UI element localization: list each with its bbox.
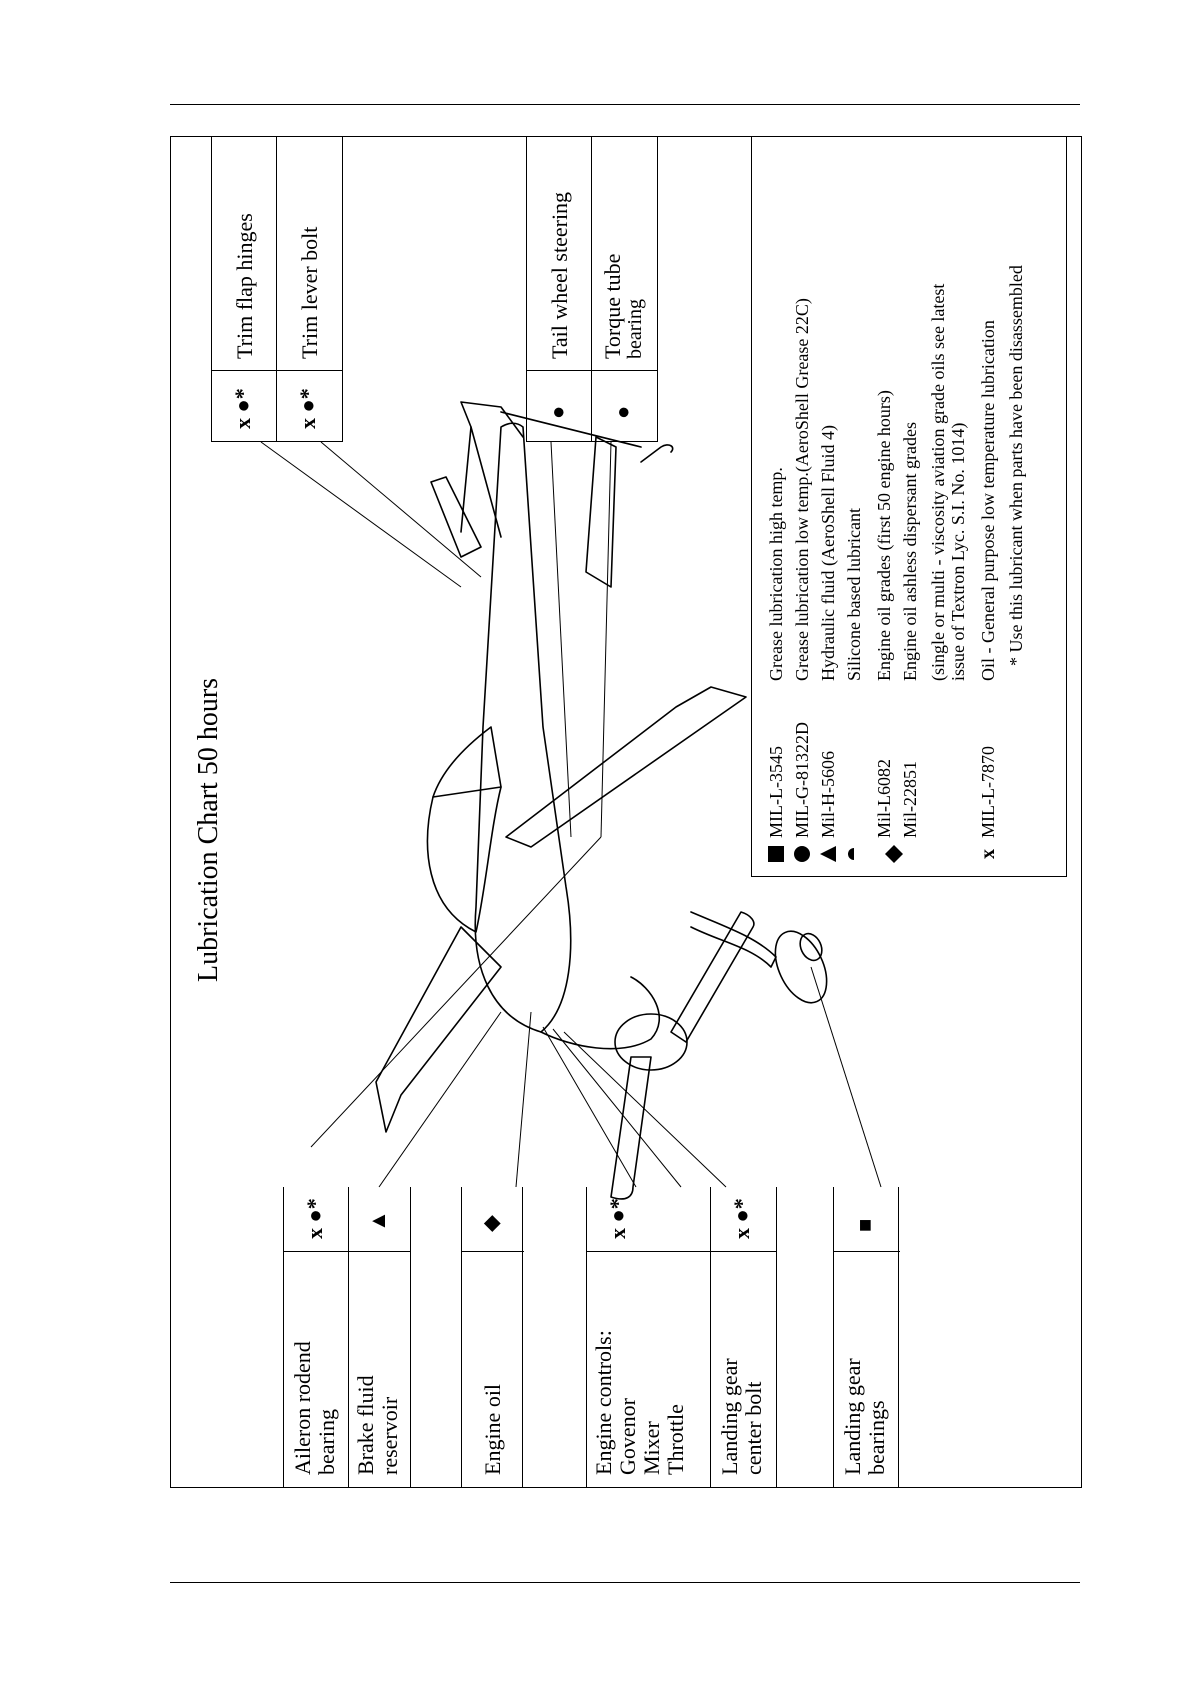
legend-row-10: * Use this lubricant when parts have bee… xyxy=(1006,136,1032,876)
left-row-engine-oil: Engine oil ◆ xyxy=(461,1187,524,1487)
left-row-landing-gear-bearings: Landing gear bearings ■ xyxy=(833,1187,900,1487)
label-landing-gear-bearings-line2: bearings xyxy=(864,1400,889,1475)
legend-row-8: issue of Textron Lyc. S.I. No. 1014) xyxy=(948,136,974,876)
label-landing-gear-bearings-line1: Landing gear xyxy=(840,1358,865,1475)
leader-brake-fluid xyxy=(378,1011,502,1188)
symbols-landing-gear-center: x ●* xyxy=(729,1198,754,1239)
rotated-chart-canvas: Lubrication Chart 50 hours xyxy=(171,137,1081,1487)
label-aileron-line1: Aileron rodend xyxy=(290,1341,315,1475)
leader-engine-controls-1 xyxy=(542,1026,637,1188)
symbols-engine-oil: ◆ xyxy=(478,1215,503,1232)
legend-row-2: MIL-G-81322D Grease lubrication low temp… xyxy=(792,136,818,876)
legend-row-3: Mil-H-5606 Hydraulic fluid (AeroShell Fl… xyxy=(818,136,844,876)
legend-row-5: Mil-L6082 Engine oil grades (first 50 en… xyxy=(874,136,903,876)
leader-engine-oil xyxy=(515,1011,532,1188)
bottom-rule xyxy=(170,1582,1080,1583)
airplane-diagram xyxy=(260,401,882,1200)
legend-code-1: MIL-L-3545 xyxy=(766,746,786,838)
legend-code-6: Mil-22851 xyxy=(900,760,920,838)
leader-trim-lever-bolt xyxy=(320,441,482,578)
symbols-trim-flap-hinges: x ●* xyxy=(230,388,255,429)
legend-desc-3: Hydraulic fluid (AeroShell Fluid 4) xyxy=(818,425,838,681)
left-row-aileron: Aileron rodend bearing x ●* xyxy=(283,1187,350,1487)
legend-code-5: Mil-L6082 xyxy=(874,759,894,838)
label-engine-controls-line2: Govenor xyxy=(615,1398,640,1475)
symbols-engine-controls: x ●* xyxy=(605,1198,630,1239)
label-engine-controls-line1: Engine controls: xyxy=(591,1330,616,1475)
left-wing xyxy=(375,926,502,1133)
main-wheel xyxy=(774,930,828,1004)
label-landing-gear-center-line1: Landing gear xyxy=(717,1358,742,1475)
landing-gear-leg xyxy=(690,911,777,968)
label-tail-wheel-steering: Tail wheel steering xyxy=(547,191,572,359)
label-trim-flap-hinges: Trim flap hinges xyxy=(232,213,257,359)
label-engine-oil: Engine oil xyxy=(480,1383,505,1475)
left-row-landing-gear-center: Landing gear center bolt x ●* xyxy=(711,1187,777,1487)
symbols-trim-lever-bolt: x ●* xyxy=(295,388,320,429)
left-row-brake: Brake fluid reservoir ▲ xyxy=(349,1187,411,1487)
canopy xyxy=(426,726,502,933)
leader-engine-controls-2 xyxy=(552,1028,682,1188)
square-icon xyxy=(768,846,784,862)
right-row-tail-wheel-steering: ● Tail wheel steering xyxy=(526,137,593,442)
legend-box: MIL-L-3545 Grease lubrication high temp.… xyxy=(751,137,1067,877)
half-circle-icon xyxy=(848,848,854,860)
leader-trim-flap-hinges xyxy=(260,441,462,588)
leader-landing-gear-bearings xyxy=(810,966,882,1188)
symbols-landing-gear-bearings: ■ xyxy=(852,1218,877,1232)
legend-desc-8: issue of Textron Lyc. S.I. No. 1014) xyxy=(948,422,968,681)
legend-desc-4: Silicone based lubricant xyxy=(844,508,864,681)
legend-row-9: x MIL-L-7870 Oil - General purpose low t… xyxy=(977,136,1004,876)
right-wing xyxy=(505,686,747,848)
x-icon: x xyxy=(977,849,999,859)
tail-wheel xyxy=(640,444,674,463)
legend-desc-6: Engine oil ashless dispersant grades xyxy=(900,422,920,681)
label-engine-controls-line3: Mixer xyxy=(639,1421,664,1475)
propeller-upper xyxy=(610,1056,652,1200)
label-landing-gear-center-line2: center bolt xyxy=(741,1381,766,1475)
label-torque-tube-line2: bearing xyxy=(624,299,646,359)
circle-icon xyxy=(794,846,810,862)
engine-cowling xyxy=(540,976,661,1050)
legend-desc-7: (single or multi - viscosity aviation gr… xyxy=(928,283,948,681)
legend-desc-1: Grease lubrication high temp. xyxy=(766,467,786,681)
label-torque-tube-line1: Torque tube xyxy=(600,253,625,359)
spinner xyxy=(614,1013,688,1071)
triangle-icon xyxy=(820,846,836,862)
label-brake-line2: reservoir xyxy=(377,1396,402,1475)
vertical-fin xyxy=(460,401,524,538)
right-row-torque-tube: ● Torque tube bearing xyxy=(592,137,658,442)
label-trim-lever-bolt: Trim lever bolt xyxy=(297,226,322,359)
diamond-icon xyxy=(885,845,903,863)
symbols-brake: ▲ xyxy=(365,1210,390,1232)
legend-code-9: MIL-L-7870 xyxy=(978,746,998,838)
leader-torque-tube xyxy=(600,441,612,838)
leader-aileron-rodend xyxy=(310,836,602,1148)
symbols-tail-wheel-steering: ● xyxy=(545,405,570,419)
left-row-engine-controls: Engine controls: Govenor Mixer Throttle … xyxy=(586,1187,712,1487)
legend-desc-9: Oil - General purpose low temperature lu… xyxy=(978,320,998,681)
legend-row-6: Mil-22851 Engine oil ashless dispersant … xyxy=(900,136,926,876)
top-rule xyxy=(170,104,1080,105)
right-row-trim-flap-hinges: x ●* Trim flap hinges xyxy=(211,137,278,442)
legend-row-1: MIL-L-3545 Grease lubrication high temp. xyxy=(766,136,792,876)
label-brake-line1: Brake fluid xyxy=(353,1375,378,1475)
legend-desc-2: Grease lubrication low temp.(AeroShell G… xyxy=(792,298,812,681)
legend-code-2: MIL-G-81322D xyxy=(792,722,812,838)
symbols-torque-tube: ● xyxy=(610,405,635,419)
legend-desc-5: Engine oil grades (first 50 engine hours… xyxy=(874,390,894,681)
horizontal-stabilizer xyxy=(430,476,482,558)
label-engine-controls-line4: Throttle xyxy=(663,1404,688,1475)
legend-desc-10: * Use this lubricant when parts have bee… xyxy=(1006,265,1026,666)
lubrication-chart-frame: Lubrication Chart 50 hours xyxy=(170,136,1082,1488)
label-aileron-line2: bearing xyxy=(314,1409,339,1475)
right-row-trim-lever-bolt: x ●* Trim lever bolt xyxy=(277,137,343,442)
legend-row-4: Silicone based lubricant xyxy=(844,136,870,876)
leader-tail-wheel-steering xyxy=(550,441,572,838)
propeller-lower xyxy=(670,911,755,1043)
leader-landing-gear-center xyxy=(563,1031,727,1188)
symbols-aileron: x ●* xyxy=(302,1198,327,1239)
legend-code-3: Mil-H-5606 xyxy=(818,751,838,838)
